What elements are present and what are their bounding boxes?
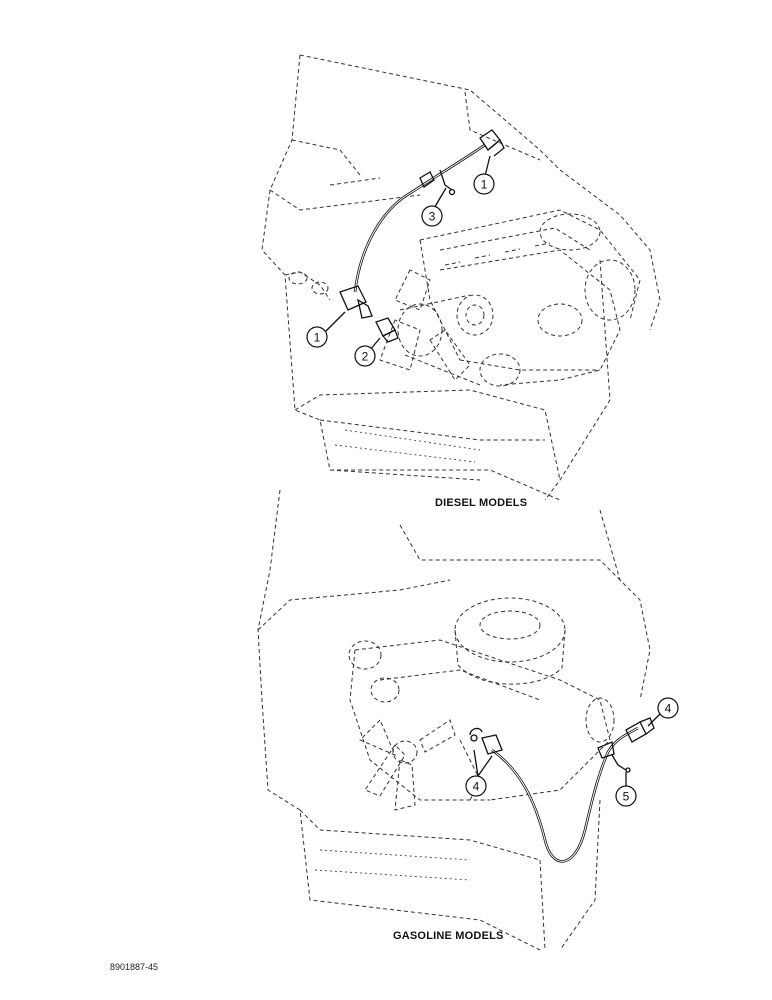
diesel-caption: DIESEL MODELS bbox=[435, 497, 528, 509]
callout-label: 5 bbox=[623, 790, 630, 804]
callout-label: 1 bbox=[314, 331, 321, 345]
diesel-engine-drawing bbox=[261, 54, 661, 501]
callout-label: 2 bbox=[362, 350, 369, 364]
callout-label: 4 bbox=[473, 780, 480, 794]
figure-id: 8901887-45 bbox=[110, 962, 159, 972]
diesel-wiring-harness bbox=[339, 129, 505, 343]
callout-label: 1 bbox=[481, 178, 488, 192]
gasoline-engine-drawing bbox=[257, 489, 651, 951]
callout-labels: 1 3 1 2 4 4 5 bbox=[314, 178, 672, 804]
gasoline-caption: GASOLINE MODELS bbox=[393, 930, 504, 942]
diesel-callouts bbox=[306, 155, 495, 367]
callout-label: 4 bbox=[665, 702, 672, 716]
gasoline-callouts bbox=[465, 697, 679, 807]
gasoline-wiring-harness bbox=[469, 717, 655, 863]
callout-label: 3 bbox=[429, 210, 436, 224]
